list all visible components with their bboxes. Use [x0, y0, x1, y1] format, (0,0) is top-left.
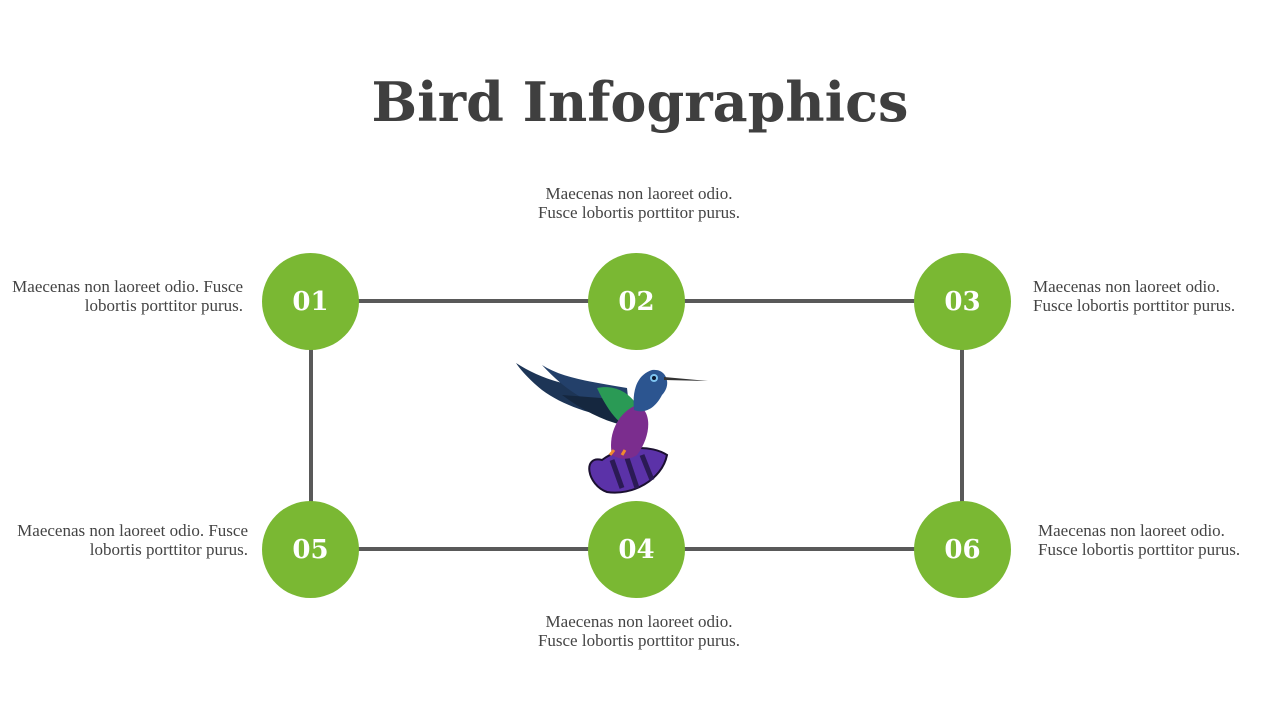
step-circle-03: 03 [914, 253, 1011, 350]
step-circle-04: 04 [588, 501, 685, 598]
step-text-04: Maecenas non laoreet odio. Fusce loborti… [537, 612, 741, 650]
step-text-02: Maecenas non laoreet odio. Fusce loborti… [537, 184, 741, 222]
step-text-06: Maecenas non laoreet odio. Fusce loborti… [1038, 521, 1241, 559]
connector-02-03 [637, 299, 962, 303]
step-text-01: Maecenas non laoreet odio. Fusce loborti… [12, 277, 243, 315]
page-title: Bird Infographics [371, 70, 909, 134]
step-circle-06: 06 [914, 501, 1011, 598]
connector-01-02 [311, 299, 637, 303]
hummingbird-illustration [516, 363, 708, 494]
step-circle-01: 01 [262, 253, 359, 350]
connector-03-06 [960, 301, 964, 549]
step-text-03: Maecenas non laoreet odio. Fusce loborti… [1033, 277, 1236, 315]
connector-01-05 [309, 301, 313, 549]
step-circle-05: 05 [262, 501, 359, 598]
connector-05-04 [311, 547, 637, 551]
step-text-05: Maecenas non laoreet odio. Fusce loborti… [17, 521, 248, 559]
connector-04-06 [637, 547, 962, 551]
step-circle-02: 02 [588, 253, 685, 350]
